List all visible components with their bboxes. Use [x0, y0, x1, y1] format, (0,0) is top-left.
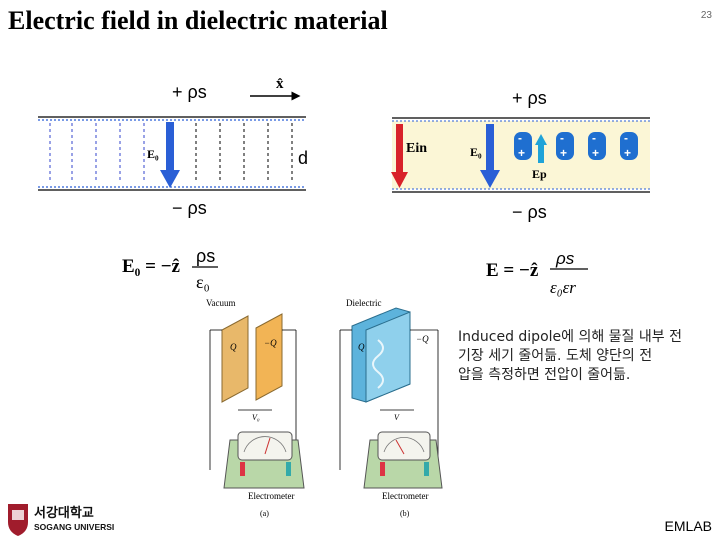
svg-text:-: - [624, 131, 628, 145]
caption-b: (b) [400, 509, 410, 518]
ein-label: Ein [406, 141, 427, 156]
vacuum-q-pos: Q [230, 342, 237, 352]
distance-label: d [298, 148, 308, 168]
footer-label: EMLAB [664, 518, 712, 534]
left-equation-numerator: ρs [196, 246, 215, 266]
note-line-3: 압을 측정하면 전압이 줄어듦. [458, 367, 631, 383]
ein-arrow-head [391, 172, 408, 188]
dipole-2: - + [556, 131, 574, 160]
note-line-2: 기장 세기 줄어듦. 도체 양단의 전 [458, 348, 653, 364]
dielectric-q-pos: Q [358, 342, 365, 352]
dipole-4: - + [620, 131, 638, 160]
v0-label: V₀ [252, 413, 260, 422]
svg-text:-: - [518, 131, 522, 145]
meter-label-a: Electrometer [248, 491, 294, 501]
right-e0-arrow-shaft [486, 124, 494, 172]
right-bottom-charge-label: − ρs [512, 202, 547, 222]
vacuum-q-neg: −Q [264, 338, 277, 348]
electrometer-b [363, 431, 443, 489]
right-dielectric-diagram: + ρs Ein E₀ - + - + - [391, 88, 650, 297]
svg-text:+: + [624, 146, 631, 160]
left-e0-arrow-head [160, 170, 180, 188]
v-label: V [394, 413, 400, 422]
vacuum-plate-right [255, 313, 283, 401]
svg-text:-: - [560, 131, 564, 145]
page-number: 23 [700, 10, 712, 21]
note-line-1: Induced dipole에 의해 물질 내부 전 [458, 329, 682, 345]
dipole-3: - + [588, 131, 606, 160]
right-e0-arrow-head [480, 170, 500, 188]
university-logo: 서강대학교 SOGANG UNIVERSITY [4, 500, 114, 536]
vacuum-label: Vacuum [206, 298, 236, 308]
meter-b-red-terminal [380, 462, 385, 476]
ep-label: Ep [532, 167, 547, 181]
dipole-1: - + [514, 131, 532, 160]
left-top-charge-label: + ρs [172, 82, 207, 102]
left-field-lines [49, 123, 293, 183]
x-hat-label: x̂ [276, 76, 284, 92]
ep-arrow-head [535, 134, 547, 145]
meter-b-teal-terminal [424, 462, 429, 476]
right-top-charge-label: + ρs [512, 88, 547, 108]
left-e0-label: E₀ [147, 147, 159, 161]
right-equation-numerator: ρs [555, 249, 575, 268]
logo-english-text: SOGANG UNIVERSITY [34, 522, 114, 532]
left-equation-denominator: ε₀ [196, 272, 210, 292]
logo-korean-text: 서강대학교 [34, 505, 94, 521]
caption-a: (a) [260, 509, 269, 518]
ein-arrow-shaft [396, 124, 403, 174]
left-capacitor-diagram: + ρs x̂ E₀ d − ρs E₀ = −ẑ ρs ε₀ [38, 76, 308, 292]
svg-text:-: - [592, 131, 596, 145]
meter-a-teal-terminal [286, 462, 291, 476]
svg-text:+: + [518, 146, 525, 160]
slide-title: Electric field in dielectric material [8, 6, 388, 35]
right-equation-lhs: E = −ẑ [486, 260, 539, 281]
explanation-note: Induced dipole에 의해 물질 내부 전 기장 세기 줄어듦. 도체… [458, 328, 708, 385]
dipole-group: - + - + - + - + [514, 131, 638, 163]
electrometer-figure: Vacuum Q −Q V₀ Electrometer (a) Dielectr… [206, 298, 443, 518]
right-e0-label: E₀ [470, 145, 482, 159]
svg-text:+: + [560, 146, 567, 160]
electrometer-a [223, 431, 305, 489]
right-equation-denominator: ε₀εr [550, 278, 576, 297]
dielectric-q-neg: −Q [416, 334, 429, 344]
ep-arrow-shaft [538, 145, 544, 163]
meter-a-red-terminal [240, 462, 245, 476]
left-equation-lhs: E₀ = −ẑ [122, 256, 181, 277]
dielectric-label: Dielectric [346, 298, 381, 308]
vacuum-plate-left [221, 315, 249, 403]
left-bottom-charge-label: − ρs [172, 198, 207, 218]
left-e0-arrow-shaft [166, 122, 174, 172]
svg-text:+: + [592, 146, 599, 160]
meter-label-b: Electrometer [382, 491, 428, 501]
